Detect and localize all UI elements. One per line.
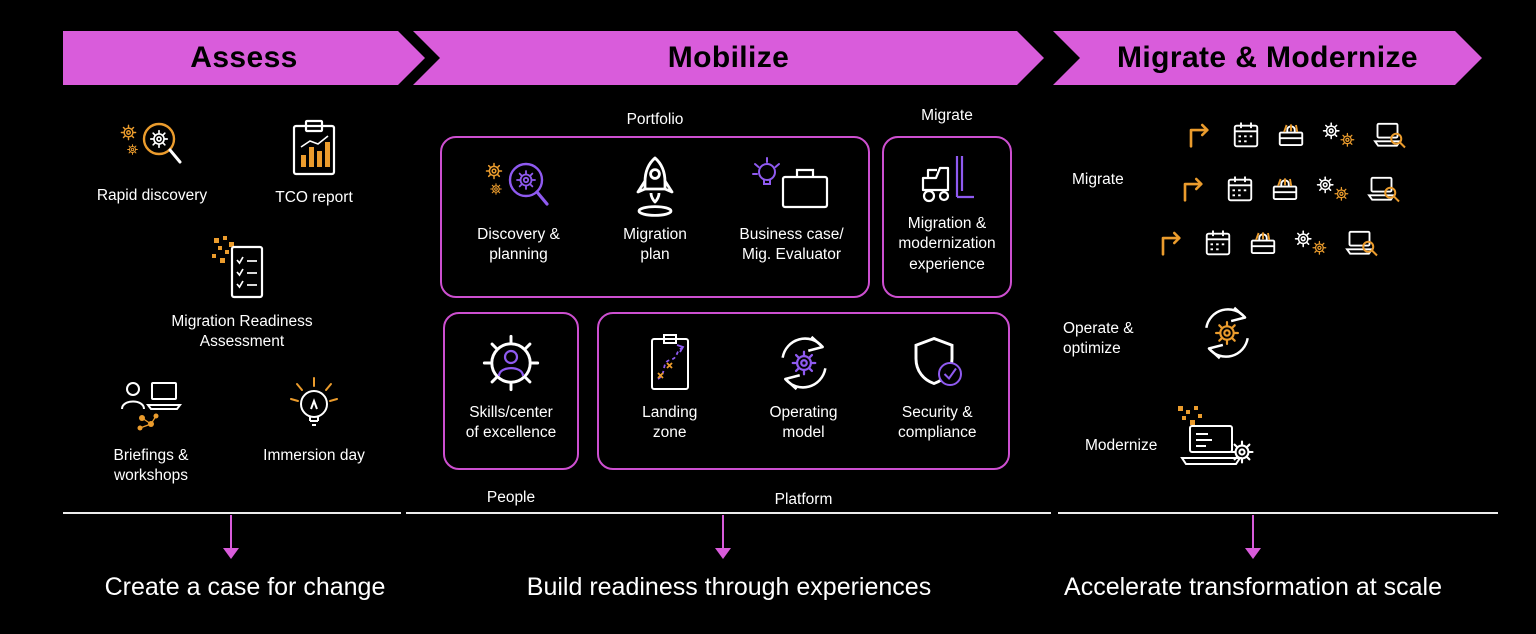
item-label: Migration plan: [623, 226, 687, 264]
group-label-portfolio: Portfolio: [626, 111, 684, 128]
mobilize-item-security: Security & compliance: [874, 331, 1000, 444]
calendar-icon: [1203, 228, 1233, 258]
search-gears-purple-icon: [485, 162, 549, 206]
item-label: Security & compliance: [898, 404, 977, 442]
item-label: Business case/ Mig. Evaluator: [739, 226, 844, 264]
rocket-icon: [636, 156, 674, 217]
gear-cycle-icon: [780, 335, 827, 391]
item-label: Migration Readiness Assessment: [171, 313, 313, 351]
arrow-head: [223, 548, 239, 559]
item-label: Immersion day: [263, 447, 365, 464]
assess-item-briefings: Briefings & workshops: [88, 378, 214, 487]
item-label: Briefings & workshops: [113, 447, 189, 485]
toolbox-icon: [1276, 124, 1306, 150]
migrate-summary: Accelerate transformation at scale: [1064, 573, 1442, 601]
item-label: Migration & modernization experience: [898, 215, 996, 273]
report-chart-icon: [292, 119, 336, 176]
search-gears-icon: [120, 122, 182, 164]
laptop-search-icon: [1373, 122, 1406, 149]
mobilize-item-discovery-planning: Discovery & planning: [452, 155, 586, 266]
people-box: Skills/center of excellence: [443, 312, 579, 470]
migrate-icon-row: [1186, 120, 1408, 150]
assess-underline: [63, 512, 401, 514]
item-label: Rapid discovery: [96, 187, 208, 204]
shield-check-icon: [914, 336, 963, 386]
group-label-migrate: Migrate: [921, 107, 973, 124]
item-label: Operating model: [769, 404, 838, 442]
gear-person-icon: [482, 334, 540, 392]
checklist-pixels-icon: [212, 236, 264, 299]
assess-item-migration-readiness: Migration Readiness Assessment: [130, 236, 354, 353]
phase-banner-migrate-modernize: Migrate & Modernize: [1053, 31, 1482, 85]
phase-label: Mobilize: [667, 41, 790, 74]
assess-item-rapid-discovery: Rapid discovery: [88, 116, 216, 206]
mobilize-item-operating-model: Operating model: [741, 331, 867, 444]
elbow-arrow-icon: [1186, 120, 1216, 150]
arrow-head: [715, 548, 731, 559]
down-arrow-mobilize: [714, 515, 732, 559]
arrow-shaft: [721, 515, 725, 548]
phase-label: Assess: [190, 41, 298, 74]
migrate-underline: [1058, 512, 1498, 514]
item-label: TCO report: [275, 189, 353, 206]
migrate-icon-row: [1180, 174, 1402, 204]
cycle-gear-icon: [1205, 306, 1249, 360]
calendar-icon: [1225, 174, 1255, 204]
elbow-arrow-icon: [1180, 174, 1210, 204]
group-label-people: People: [486, 489, 536, 506]
phase-label: Migrate & Modernize: [1117, 41, 1418, 74]
mm-label-migrate: Migrate: [1072, 171, 1124, 188]
item-label: Discovery & planning: [477, 226, 560, 264]
portfolio-box: Discovery & planning Migration plan: [440, 136, 870, 298]
migrate-icon-row: [1158, 228, 1380, 258]
gears-icon: [1322, 122, 1355, 147]
item-label: Landing zone: [642, 404, 698, 442]
mobilize-item-skills: Skills/center of excellence: [448, 331, 574, 444]
down-arrow-assess: [222, 515, 240, 559]
mobilize-underline: [406, 512, 1051, 514]
group-label-platform: Platform: [774, 491, 833, 508]
toolbox-icon: [1270, 178, 1300, 204]
people-laptop-icon: [121, 382, 182, 431]
arrow-shaft: [1251, 515, 1255, 548]
mobilize-item-business-case: Business case/ Mig. Evaluator: [725, 155, 859, 266]
mm-label-operate: Operate & optimize: [1063, 320, 1134, 358]
item-label: Skills/center of excellence: [465, 404, 557, 442]
elbow-arrow-icon: [1158, 228, 1188, 258]
laptop-gear-pixels-icon: [1178, 406, 1254, 465]
mm-label-modernize: Modernize: [1085, 437, 1158, 454]
assess-item-immersion-day: Immersion day: [252, 376, 376, 466]
forklift-icon: [921, 156, 974, 203]
phase-banner-assess: Assess: [63, 31, 425, 85]
platform-box: Landing zone Operating model Security & …: [597, 312, 1010, 470]
mobilize-item-migration-experience: Migration & modernization experience: [886, 152, 1008, 275]
gears-icon: [1294, 230, 1327, 255]
laptop-search-icon: [1345, 230, 1378, 257]
mobilize-item-landing-zone: Landing zone: [607, 331, 733, 444]
toolbox-icon: [1248, 232, 1278, 258]
mobilize-item-migration-plan: Migration plan: [595, 155, 715, 266]
lightbulb-icon: [290, 377, 338, 426]
mobilize-summary: Build readiness through experiences: [526, 573, 932, 601]
calendar-icon: [1231, 120, 1261, 150]
bulb-briefcase-icon: [751, 157, 828, 209]
assess-summary: Create a case for change: [104, 573, 386, 601]
phase-banner-mobilize: Mobilize: [413, 31, 1044, 85]
down-arrow-migrate: [1244, 515, 1262, 559]
arrow-shaft: [229, 515, 233, 548]
arrow-head: [1245, 548, 1261, 559]
migrate-experience-box: Migration & modernization experience: [882, 136, 1012, 298]
landing-zone-map-icon: [650, 334, 689, 390]
laptop-search-icon: [1367, 176, 1400, 203]
gears-icon: [1316, 176, 1349, 201]
assess-item-tco-report: TCO report: [262, 118, 366, 208]
